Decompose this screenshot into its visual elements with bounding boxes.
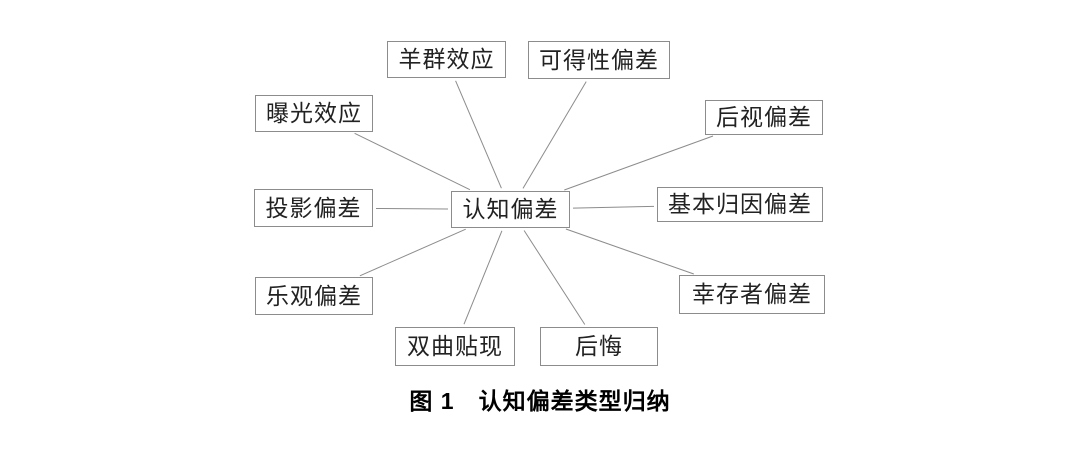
connector-projection-bias <box>375 208 449 210</box>
node-exposure-effect: 曝光效应 <box>255 95 373 132</box>
connector-exposure-effect <box>354 132 471 191</box>
connector-herd-effect <box>455 80 502 189</box>
node-availability-bias: 可得性偏差 <box>528 41 670 79</box>
node-fundamental-attribution-bias: 基本归因偏差 <box>657 187 823 222</box>
node-hindsight-bias: 后视偏差 <box>705 100 823 135</box>
connector-fundamental-attribution-bias <box>572 205 655 209</box>
connector-hyperbolic-discounting <box>463 230 503 325</box>
node-projection-bias: 投影偏差 <box>254 189 373 227</box>
node-optimism-bias: 乐观偏差 <box>255 277 373 315</box>
node-regret: 后悔 <box>540 327 658 366</box>
node-cognitive-bias: 认知偏差 <box>451 191 570 228</box>
connector-hindsight-bias <box>564 135 714 191</box>
node-herd-effect: 羊群效应 <box>387 41 506 78</box>
connector-regret <box>523 230 586 325</box>
node-hyperbolic-discounting: 双曲贴现 <box>395 327 515 366</box>
figure-caption: 图 1 认知偏差类型归纳 <box>409 388 671 414</box>
node-survivorship-bias: 幸存者偏差 <box>679 275 825 314</box>
connector-survivorship-bias <box>565 228 694 275</box>
connector-availability-bias <box>522 81 587 189</box>
connector-optimism-bias <box>359 228 466 277</box>
